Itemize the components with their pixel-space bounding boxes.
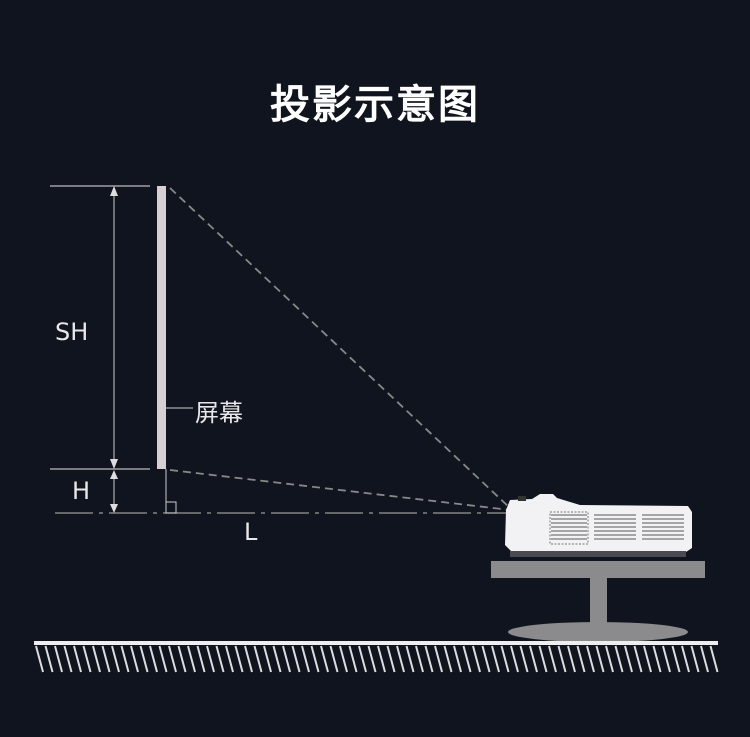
hatch-line [462, 645, 472, 673]
diagram-title: 投影示意图 [270, 82, 480, 128]
hatch-line [614, 645, 624, 673]
hatch-line [690, 645, 700, 673]
hatch-line [443, 645, 453, 673]
floor [34, 641, 718, 645]
sh-label: SH [55, 318, 89, 346]
hatch-line [244, 645, 253, 673]
hatch-line [491, 645, 500, 673]
hatch-line [500, 645, 510, 673]
hatch-line [472, 645, 481, 673]
hatch-line [158, 645, 168, 673]
hatch-line [272, 645, 282, 673]
hatch-line [101, 645, 111, 673]
hatch-line [424, 645, 434, 673]
hatch-line [434, 645, 443, 673]
hatch-line [586, 645, 595, 673]
hatch-line [415, 645, 424, 673]
projection-ray-top [169, 187, 511, 509]
h-arrow-top [110, 470, 118, 479]
hatch-line [548, 645, 557, 673]
projection-ray-bottom [169, 469, 511, 511]
hatch-line [177, 645, 187, 673]
hatch-line [377, 645, 386, 673]
hatch-line [282, 645, 291, 673]
floor-hatching [35, 645, 719, 673]
hatch-line [44, 645, 54, 673]
hatch-line [329, 645, 339, 673]
hatch-line [396, 645, 405, 673]
hatch-line [624, 645, 633, 673]
hatch-line [652, 645, 662, 673]
screen-label: 屏幕 [195, 399, 243, 427]
hatch-line [453, 645, 462, 673]
hatch-line [339, 645, 348, 673]
projector [505, 494, 692, 557]
hatch-line [139, 645, 149, 673]
hatch-line [662, 645, 671, 673]
h-label: H [72, 477, 91, 505]
hatch-line [481, 645, 491, 673]
hatch-line [82, 645, 92, 673]
hatch-line [35, 645, 44, 673]
screen [157, 186, 166, 469]
projector-stand [491, 561, 705, 642]
hatch-line [206, 645, 215, 673]
l-label: L [244, 518, 258, 546]
hatch-line [576, 645, 586, 673]
hatch-line [700, 645, 709, 673]
hatch-line [671, 645, 681, 673]
hatch-line [253, 645, 263, 673]
hatch-line [595, 645, 605, 673]
hatch-line [567, 645, 576, 673]
hatch-line [92, 645, 101, 673]
hatch-line [291, 645, 301, 673]
hatch-line [310, 645, 320, 673]
hatch-line [54, 645, 63, 673]
hatch-line [405, 645, 415, 673]
hatch-line [215, 645, 225, 673]
hatch-line [709, 645, 719, 673]
hatch-line [529, 645, 538, 673]
sh-arrow-bottom [110, 459, 118, 469]
hatch-line [510, 645, 519, 673]
hatch-line [367, 645, 377, 673]
right-angle-marker [165, 501, 177, 514]
sh-arrow-top [110, 186, 118, 196]
hatch-line [130, 645, 139, 673]
hatch-line [605, 645, 614, 673]
hatch-line [301, 645, 310, 673]
hatch-line [234, 645, 244, 673]
hatch-line [643, 645, 652, 673]
hatch-line [557, 645, 567, 673]
hatch-line [386, 645, 396, 673]
hatch-line [681, 645, 690, 673]
hatch-line [149, 645, 158, 673]
hatch-line [320, 645, 329, 673]
hatch-line [111, 645, 120, 673]
hatch-line [263, 645, 272, 673]
hatch-line [73, 645, 82, 673]
hatch-line [633, 645, 643, 673]
h-arrow-bottom [110, 504, 118, 513]
hatch-line [358, 645, 367, 673]
hatch-line [519, 645, 529, 673]
hatch-line [63, 645, 73, 673]
hatch-line [196, 645, 206, 673]
hatch-line [168, 645, 177, 673]
hatch-line [348, 645, 358, 673]
hatch-line [120, 645, 130, 673]
hatch-line [538, 645, 548, 673]
hatch-line [187, 645, 196, 673]
hatch-line [225, 645, 234, 673]
